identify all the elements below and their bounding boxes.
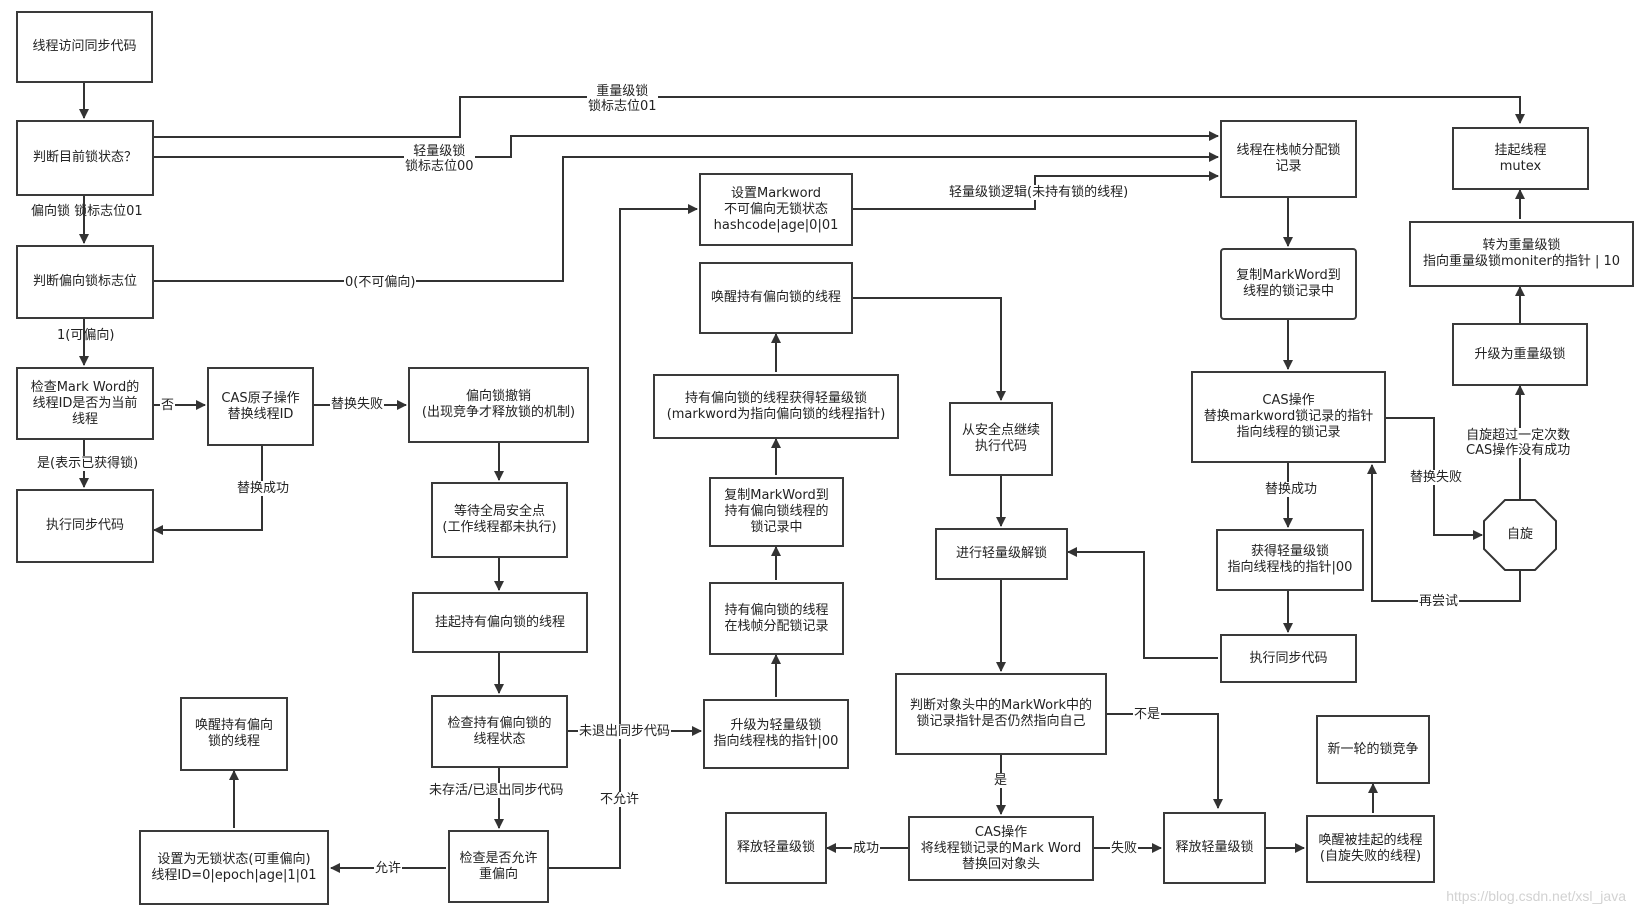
node-release-light-left: 释放轻量级锁 [725, 812, 827, 884]
label-light-logic: 轻量级锁逻辑(未持有锁的线程) [948, 185, 1130, 200]
label-success: 成功 [852, 841, 881, 856]
label-light: 轻量级锁 锁标志位00 [404, 144, 475, 174]
node-wake-suspended: 唤醒被挂起的线程 (自旋失败的线程) [1306, 815, 1435, 883]
node-wake-bias-holder: 唤醒持有偏向锁的线程 [699, 262, 853, 334]
label-dead-or-exited: 未存活/已退出同步代码 [428, 783, 565, 798]
node-check-thread-id: 检查Mark Word的 线程ID是否为当前 线程 [16, 367, 154, 440]
node-cas-replace-back: CAS操作 将线程锁记录的Mark Word 替换回对象头 [908, 816, 1094, 881]
node-judge-bias-flag: 判断偏向锁标志位 [16, 245, 154, 319]
node-light-unlock: 进行轻量级解锁 [935, 528, 1068, 580]
node-set-unlocked: 设置为无锁状态(可重偏向) 线程ID=0|epoch|age|1|01 [139, 830, 329, 905]
label-not-biasable: 0(不可偏向) [344, 275, 417, 290]
node-cas-markword: CAS操作 替换markword锁记录的指针 指向线程的锁记录 [1191, 371, 1386, 463]
edge-judge-release [1107, 713, 1223, 809]
node-resume-safepoint: 从安全点继续 执行代码 [949, 402, 1053, 476]
node-holder-gets-light: 持有偏向锁的线程获得轻量级锁 (markword为指向偏向锁的线程指针) [653, 374, 899, 439]
label-spin-over: 自旋超过一定次数 CAS操作没有成功 [1465, 428, 1572, 458]
node-exec-sync-1: 执行同步代码 [16, 489, 154, 563]
node-start: 线程访问同步代码 [16, 11, 153, 83]
node-upgrade-light: 升级为轻量级锁 指向线程栈的指针|00 [703, 699, 849, 769]
label-replace-success-1: 替换成功 [236, 481, 291, 496]
node-suspend-thread: 挂起线程 mutex [1452, 127, 1589, 190]
node-judge-header: 判断对象头中的MarkWork中的 锁记录指针是否仍然指向自己 [895, 673, 1107, 755]
edge-cas-exec [153, 446, 263, 535]
node-check-holder-state: 检查持有偏向锁的 线程状态 [431, 695, 568, 768]
label-fail: 失败 [1110, 841, 1139, 856]
label-yes-acquired: 是(表示已获得锁) [36, 456, 140, 471]
label-retry: 再尝试 [1418, 594, 1460, 609]
label-replace-fail-1: 替换失败 [330, 397, 385, 412]
label-not-allow: 不允许 [599, 792, 641, 807]
node-new-round: 新一轮的锁竞争 [1316, 715, 1430, 784]
node-release-light-right: 释放轻量级锁 [1163, 812, 1266, 884]
node-check-rebias: 检查是否允许 重偏向 [448, 830, 549, 903]
node-bias-revoke: 偏向锁撤销 (出现竞争才释放锁的机制) [408, 367, 589, 443]
node-to-heavy: 转为重量级锁 指向重量级锁moniter的指针 | 10 [1409, 221, 1634, 287]
node-copy-mw-holder: 复制MarkWord到 持有偏向锁线程的 锁记录中 [709, 477, 844, 547]
spin-octagon [1483, 499, 1557, 571]
label-not: 不是 [1133, 707, 1162, 722]
label-replace-success-2: 替换成功 [1264, 482, 1319, 497]
node-suspend-bias-holder: 挂起持有偏向锁的线程 [412, 592, 588, 653]
node-get-light: 获得轻量级锁 指向线程栈的指针|00 [1216, 529, 1364, 591]
node-upgrade-heavy: 升级为重量级锁 [1452, 323, 1588, 386]
watermark: https://blog.csdn.net/xsl_java [1446, 888, 1626, 904]
label-yes: 是 [993, 773, 1009, 788]
node-spin: 自旋 [1506, 527, 1533, 542]
edge-exec-unlock [1067, 547, 1218, 659]
edge-judge-light [154, 131, 1219, 158]
edge-rebias-markword [549, 204, 698, 869]
node-cas-thread-id: CAS原子操作 替换线程ID [207, 367, 314, 446]
label-not-exited: 未退出同步代码 [578, 724, 672, 739]
label-biasable: 1(可偏向) [57, 328, 115, 343]
node-exec-sync-2: 执行同步代码 [1220, 634, 1357, 683]
node-judge-state: 判断目前锁状态？ [16, 120, 154, 196]
edge-judge-heavy [154, 96, 1525, 138]
label-no: 否 [160, 398, 176, 413]
node-holder-alloc-record: 持有偏向锁的线程 在栈帧分配锁记录 [709, 582, 844, 655]
label-biased: 偏向锁 锁标志位01 [31, 204, 143, 219]
node-set-markword: 设置Markword 不可偏向无锁状态 hashcode|age|0|01 [699, 173, 853, 246]
node-alloc-record: 线程在栈帧分配锁 记录 [1220, 120, 1357, 198]
node-copy-mw: 复制MarkWord到 线程的锁记录中 [1220, 248, 1357, 320]
label-heavy: 重量级锁 锁标志位01 [587, 84, 658, 114]
edge-wake-resume [853, 297, 1006, 401]
node-wait-safepoint: 等待全局安全点 (工作线程都未执行) [431, 482, 568, 558]
node-wake-bias-holder-left: 唤醒持有偏向 锁的线程 [180, 697, 288, 771]
label-replace-fail-2: 替换失败 [1409, 470, 1464, 485]
label-allow: 允许 [374, 861, 403, 876]
